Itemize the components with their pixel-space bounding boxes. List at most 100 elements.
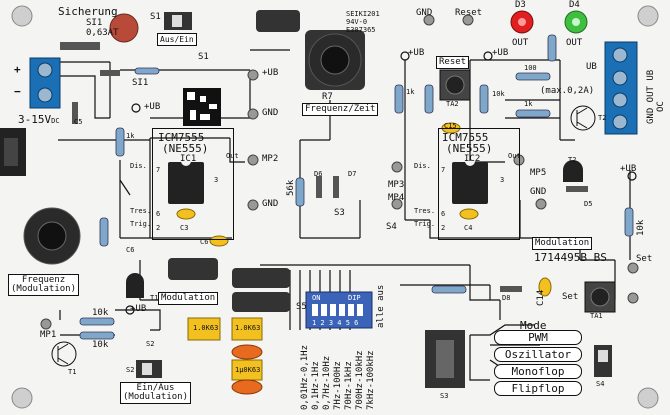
label-set-1: Set: [636, 254, 653, 264]
label-ub-2: +UB: [262, 68, 279, 78]
label-plus: +: [14, 63, 21, 76]
box-modulation-2: Modulation: [532, 237, 593, 250]
dip-brand: DIP: [348, 294, 361, 302]
label-mp3: MP3: [388, 180, 405, 190]
label-sicherung: Sicherung: [58, 5, 118, 18]
label-gnd-1: GND: [262, 108, 279, 118]
label-mp5: MP5: [530, 168, 547, 178]
ic2-tres: Tres.: [414, 207, 436, 215]
ein-aus-line2: (Modulation): [123, 392, 189, 402]
label-ta1: TA1: [590, 312, 603, 320]
ic2-sub: (NE555): [446, 142, 493, 155]
data-matrix-code: [183, 88, 221, 126]
ic2-chip: [452, 161, 488, 204]
potentiometers: [23, 30, 365, 265]
label-s3: S3: [334, 208, 345, 218]
ic1-outline: [152, 128, 234, 240]
cap-label-2: 1.0K63: [235, 324, 261, 332]
mode-option: Monoflop: [494, 364, 582, 379]
label-s4: S4: [386, 222, 397, 232]
label-si1: SI1: [86, 18, 103, 28]
label-r10k-1: 10k: [92, 308, 109, 318]
label-gnd-3: GND: [530, 187, 547, 197]
label-e-number: E307365: [346, 26, 376, 34]
ic2-name: ICM7555: [442, 131, 489, 144]
label-d3: D3: [515, 0, 526, 10]
ic1-out: Out: [226, 152, 239, 160]
freq-range-label: 7Hz-100Hz: [333, 361, 343, 410]
tactile-buttons: [439, 69, 616, 313]
box-reset: Reset: [436, 56, 470, 69]
label-supply-dc: DC: [51, 117, 60, 125]
freq-range-label: 700Hz-10kHz: [355, 350, 365, 410]
ic2-pin7: 7: [441, 166, 446, 174]
label-s2-b: S2: [126, 366, 135, 374]
dip-switch: [305, 291, 373, 329]
box-frequenz-modulation: Frequenz(Modulation): [8, 274, 80, 296]
ceramic-caps: [176, 122, 552, 395]
label-t1: T1: [150, 294, 159, 302]
box-aus-ein: Aus/Ein: [157, 33, 197, 46]
label-ub-vert: UB: [586, 62, 597, 72]
label-r10k-right: 10k: [636, 219, 646, 236]
dip-numbers: 1 2 3 4 5 6: [312, 319, 359, 327]
label-fuse-rating: 0,63AT: [86, 28, 119, 38]
ic1-ref: IC1: [180, 154, 197, 164]
label-gnd-out-ub: GND OUT UB: [646, 69, 656, 124]
label-ub-6: +UB: [130, 304, 147, 314]
ic2-pin2: 2: [441, 224, 446, 232]
label-c6: C6: [200, 238, 209, 246]
mode-option: PWM: [494, 330, 582, 345]
ic1-trig: Trig.: [130, 220, 152, 228]
label-s2: S2: [146, 340, 155, 348]
label-ub-3: +UB: [408, 48, 425, 58]
ic2-outline: [438, 128, 520, 240]
label-t2-b: T2: [568, 156, 577, 164]
ic2-pin6: 6: [441, 210, 446, 218]
ic1-sub: (NE555): [162, 142, 209, 155]
label-mode: Mode: [520, 319, 547, 332]
label-seiki: SEIKI201: [346, 10, 380, 18]
resistors: [79, 34, 634, 340]
label-mp1: MP1: [40, 330, 57, 340]
label-mp2: MP2: [262, 154, 279, 164]
label-r56k: 56k: [286, 179, 296, 196]
label-set-2: Set: [562, 292, 579, 302]
label-d5: D5: [584, 200, 593, 208]
ic2-trig: Trig.: [414, 220, 436, 228]
box-modulation-1: Modulation: [158, 292, 219, 305]
label-supply-voltage: 3-15V: [18, 113, 52, 126]
label-r100: 100: [524, 64, 537, 72]
label-out-2: OUT: [566, 38, 583, 48]
dc-jack: [0, 128, 26, 176]
ic1-tres: Tres.: [130, 207, 152, 215]
ic1-dis: Dis.: [130, 162, 147, 170]
cap-label-1: 1.0K63: [193, 324, 219, 332]
ic2-dis: Dis.: [414, 162, 431, 170]
transistors: [126, 160, 583, 298]
label-reset-top: Reset: [455, 8, 483, 18]
label-part-number: 1714495B BS: [534, 251, 607, 264]
mounting-holes: [11, 5, 659, 409]
box-frequenz-zeit: Frequenz/Zeit: [302, 103, 379, 116]
label-r10k-top: 10k: [492, 90, 505, 98]
label-r7: R7: [322, 92, 333, 102]
ic1-pin7: 7: [156, 166, 161, 174]
box-ein-aus-modulation: Ein/Aus(Modulation): [120, 382, 192, 404]
cap-label-3: 1µ0K63: [235, 366, 261, 374]
label-c15: C15: [444, 122, 457, 130]
label-oc: OC: [656, 101, 666, 112]
label-c5: C5: [74, 118, 83, 126]
freq-range-label: 0,1Hz-1Hz: [311, 361, 321, 410]
ic1-pin3: 3: [214, 176, 219, 184]
diodes: [72, 70, 588, 292]
label-ub-5: +UB: [620, 164, 637, 174]
frequenz-mod-line1: Frequenz: [21, 275, 66, 285]
screw-terminals: [29, 41, 638, 135]
ic1-pin2: 2: [156, 224, 161, 232]
label-d6: D6: [314, 170, 323, 178]
electrolytic-caps: [168, 10, 300, 312]
label-supply: 3-15VDC: [18, 114, 60, 127]
power-symbols: [125, 51, 637, 315]
